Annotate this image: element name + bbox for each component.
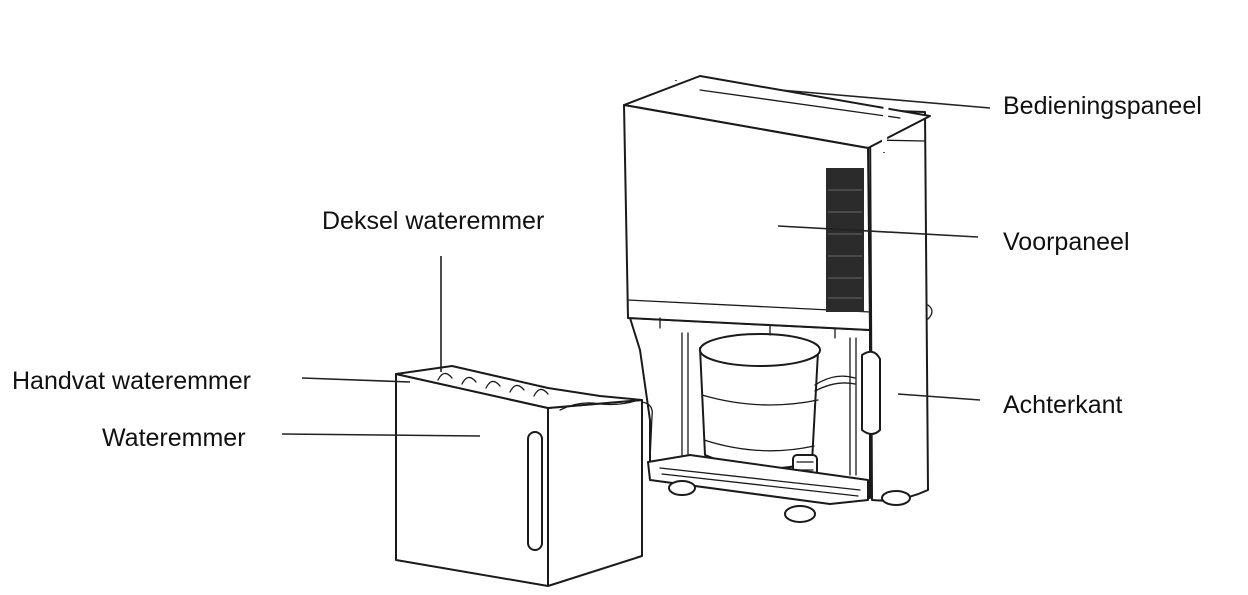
side-grip (861, 350, 881, 435)
back-body (869, 109, 933, 506)
label-achterkant: Achterkant (1003, 391, 1123, 419)
leader-achterkant (897, 393, 981, 401)
leader-wateremmer (281, 433, 481, 437)
leader-voorpaneel (777, 225, 979, 238)
label-voorpaneel: Voorpaneel (1003, 228, 1130, 256)
label-deksel-wateremmer: Deksel wateremmer (322, 207, 545, 235)
front-panel (623, 104, 871, 339)
water-bucket (395, 365, 653, 587)
label-handvat-wateremmer: Handvat wateremmer (12, 367, 251, 395)
carry-handle (673, 13, 891, 153)
label-wateremmer: Wateremmer (102, 424, 246, 452)
leader-lines (281, 89, 991, 437)
label-bedieningspaneel: Bedieningspaneel (1003, 92, 1202, 120)
leader-bedieningspaneel (779, 89, 991, 109)
base-tray (647, 454, 869, 523)
leader-handvat-wateremmer (301, 377, 411, 383)
